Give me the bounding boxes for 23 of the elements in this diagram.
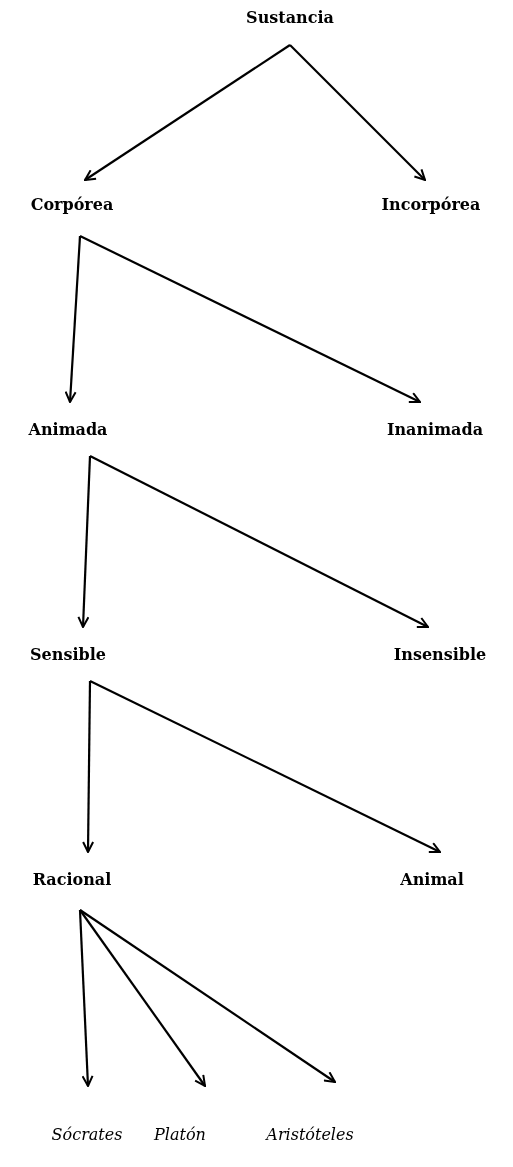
category-label: Corpórea bbox=[30, 195, 114, 215]
arrow bbox=[78, 909, 94, 1087]
category-label: Insensible bbox=[393, 645, 487, 665]
arrow bbox=[89, 680, 441, 854]
arrow bbox=[79, 235, 421, 404]
category-label: Sensible bbox=[30, 645, 106, 665]
leaf-label: Sócrates bbox=[51, 1125, 123, 1145]
arrow bbox=[77, 455, 92, 628]
arrow bbox=[79, 909, 336, 1083]
arrow bbox=[82, 681, 95, 853]
category-label: Animal bbox=[400, 870, 464, 890]
leaf-label: Platón bbox=[154, 1125, 206, 1145]
arrow bbox=[79, 909, 206, 1087]
category-label: Sustancia bbox=[246, 8, 334, 28]
category-label: Racional bbox=[32, 870, 112, 890]
category-label: Animada bbox=[28, 420, 108, 440]
leaf-label: Aristóteles bbox=[266, 1125, 354, 1145]
arrow bbox=[64, 235, 82, 403]
arrow bbox=[289, 44, 426, 181]
category-label: Inanimada bbox=[387, 420, 483, 440]
arrow bbox=[84, 44, 291, 181]
arrow bbox=[89, 455, 429, 628]
category-label: Incorpórea bbox=[381, 195, 481, 215]
